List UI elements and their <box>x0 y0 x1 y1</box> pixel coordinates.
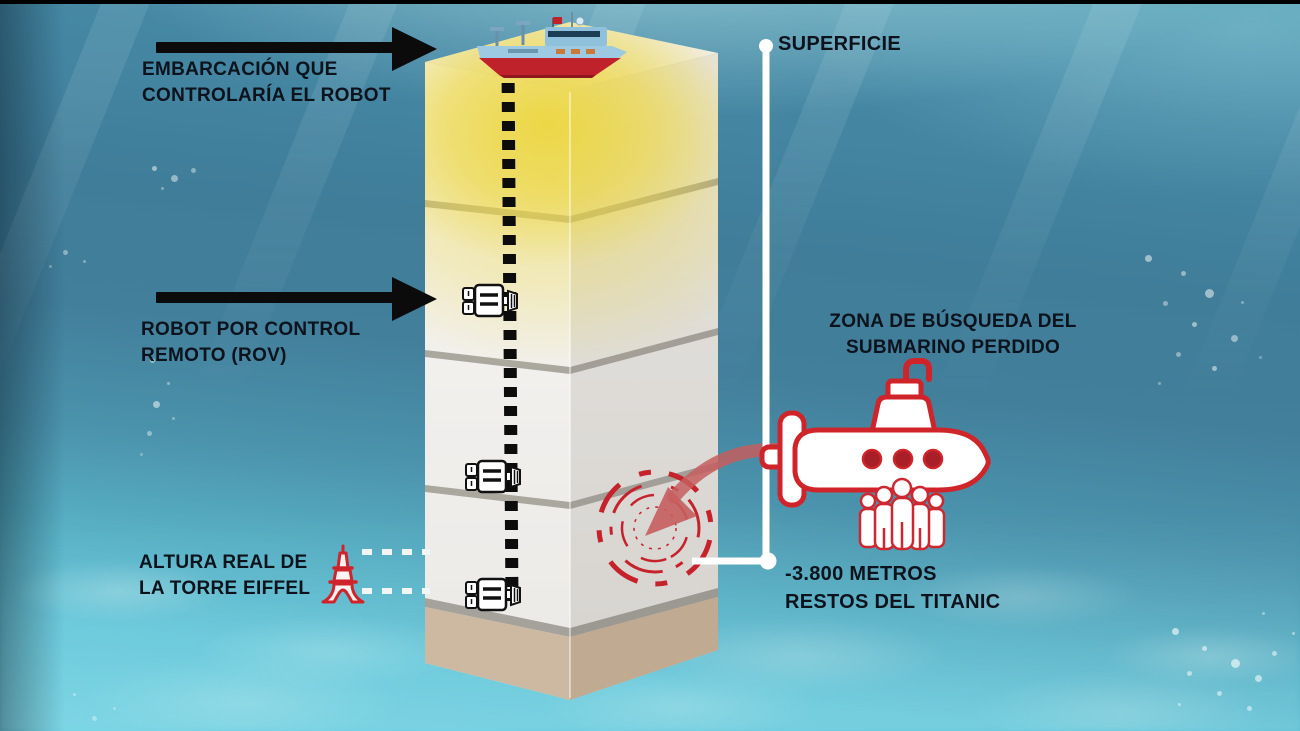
label-arrow-rov <box>156 277 437 321</box>
label-eiffel-line1: ALTURA REAL DE <box>139 552 308 573</box>
label-search-zone-line1: ZONA DE BÚSQUEDA DEL <box>829 311 1077 332</box>
search-zone-scribble-icon <box>596 469 714 587</box>
label-surface-text: SUPERFICIE <box>778 33 902 55</box>
submarine-icon <box>759 358 991 508</box>
surface-depth-line <box>692 39 777 570</box>
eiffel-reference-dashes <box>362 549 430 594</box>
crew-group-icon <box>858 477 946 551</box>
label-vessel-line1: EMBARCACIÓN QUE <box>142 59 338 80</box>
label-surface: SUPERFICIE <box>778 30 901 58</box>
seabed-base <box>425 597 718 700</box>
label-rov-line2: REMOTO (ROV) <box>141 345 287 366</box>
label-titanic-line1: -3.800 METROS <box>785 563 937 585</box>
ship-light-glow <box>425 22 718 370</box>
label-rov-line1: ROBOT POR CONTROL <box>141 319 361 340</box>
descent-dotted-line <box>501 63 519 602</box>
label-eiffel: ALTURA REAL DE LA TORRE EIFFEL <box>139 550 310 602</box>
eiffel-tower-icon <box>321 544 365 604</box>
label-rov: ROBOT POR CONTROL REMOTO (ROV) <box>141 317 360 369</box>
letterbox-top-bar <box>0 0 1300 4</box>
label-arrow-vessel <box>156 27 437 71</box>
label-search-zone: ZONA DE BÚSQUEDA DEL SUBMARINO PERDIDO <box>818 309 1088 361</box>
label-vessel-line2: CONTROLARÍA EL ROBOT <box>142 85 391 106</box>
research-vessel-icon <box>477 12 627 78</box>
depth-tower <box>425 22 718 700</box>
label-titanic-line2: RESTOS DEL TITANIC <box>785 591 1001 613</box>
label-search-zone-line2: SUBMARINO PERDIDO <box>845 337 1061 358</box>
label-eiffel-line2: LA TORRE EIFFEL <box>139 578 311 599</box>
label-vessel: EMBARCACIÓN QUE CONTROLARÍA EL ROBOT <box>142 57 391 109</box>
label-titanic-depth: -3.800 METROS RESTOS DEL TITANIC <box>785 560 1000 616</box>
